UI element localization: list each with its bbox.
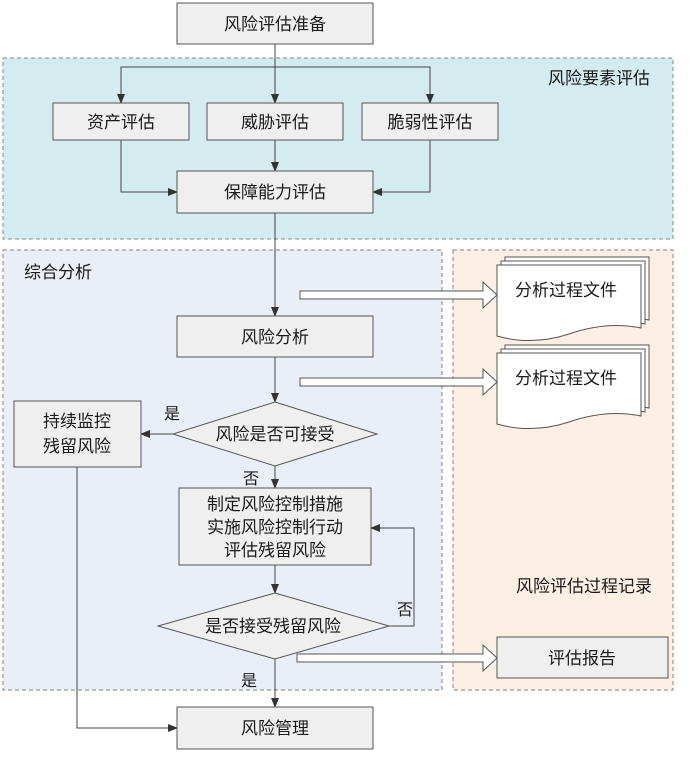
- connectors: [76, 44, 434, 732]
- output-arrow-report: [296, 643, 498, 673]
- risk-assessment-prep-label: 风险评估准备: [224, 15, 326, 35]
- analysis-doc-1: 分析过程文件: [496, 256, 650, 342]
- monitor-residual-box: [13, 400, 142, 468]
- records-region-label: 风险评估过程记录: [516, 577, 652, 597]
- threat-assessment-box: [206, 102, 344, 141]
- risk-control-label-line3: 评估残留风险: [224, 541, 326, 561]
- output-arrow-process-doc: [299, 367, 498, 397]
- risk-analysis-label: 风险分析: [241, 328, 309, 348]
- yes-label-monitor: 是: [164, 404, 180, 423]
- accept-residual-label: 是否接受残留风险: [205, 617, 341, 637]
- risk-control-label-line1: 制定风险控制措施: [207, 495, 343, 515]
- risk-control-label-line2: 实施风险控制行动: [207, 518, 343, 538]
- output-arrow-analysis-doc: [299, 280, 498, 310]
- risk-assessment-prep-box: [176, 2, 374, 45]
- assessment-report-label: 评估报告: [548, 649, 616, 669]
- asset-assessment-label: 资产评估: [87, 113, 155, 133]
- capability-assessment-box: [176, 170, 374, 214]
- vulnerability-assessment-label: 脆弱性评估: [388, 113, 473, 133]
- monitor-residual-label-line2: 残留风险: [43, 437, 111, 457]
- analysis-doc-1-label: 分析过程文件: [515, 281, 617, 301]
- yes-label-management: 是: [241, 671, 257, 690]
- risk-control-box: [178, 487, 372, 566]
- asset-assessment-box: [52, 102, 190, 141]
- monitor-residual-label-line1: 持续监控: [43, 412, 111, 432]
- vulnerability-assessment-box: [361, 102, 499, 141]
- analysis-doc-2: 分析过程文件: [496, 344, 650, 430]
- no-label-control: 否: [243, 469, 259, 488]
- accept-residual-decision: [156, 592, 391, 660]
- analysis-doc-2-label: 分析过程文件: [515, 369, 617, 389]
- risk-management-label: 风险管理: [241, 719, 309, 739]
- risk-acceptable-decision: [171, 401, 379, 467]
- analysis-region-label: 综合分析: [24, 263, 92, 283]
- no-label-loop: 否: [397, 600, 413, 619]
- risk-management-box: [176, 706, 374, 750]
- risk-analysis-box: [176, 315, 374, 358]
- risk-elements-region-label: 风险要素评估: [548, 69, 650, 89]
- risk-acceptable-label: 风险是否可接受: [216, 425, 335, 445]
- assessment-report-box: [496, 636, 669, 679]
- capability-assessment-label: 保障能力评估: [224, 183, 326, 203]
- threat-assessment-label: 威胁评估: [241, 113, 309, 133]
